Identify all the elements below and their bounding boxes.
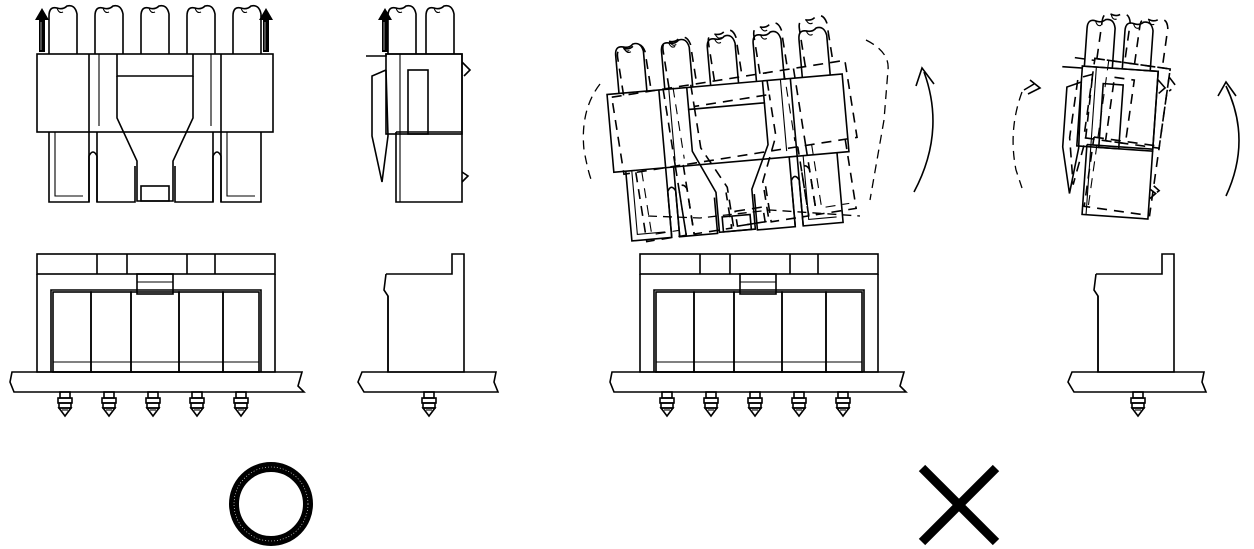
rotate-arrow-icon <box>1023 79 1042 95</box>
incorrect-side-header <box>1093 253 1175 373</box>
correct-front-header <box>36 253 276 373</box>
terminal-pins <box>57 391 249 417</box>
pcb-board <box>357 371 500 393</box>
incorrect-front-header <box>639 253 879 373</box>
pcb-board <box>609 371 908 393</box>
terminal-pins <box>421 391 437 417</box>
correct-side-header <box>383 253 465 373</box>
tilt-ghost-outline <box>582 83 601 183</box>
pull-up-arrow-icon <box>34 7 50 53</box>
pcb-board <box>1067 371 1208 393</box>
tilt-ghost-outline <box>865 39 889 201</box>
pcb-board <box>9 371 306 393</box>
correct-front-connector <box>34 6 273 202</box>
terminal-pins <box>1130 391 1146 417</box>
terminal-pins <box>659 391 851 417</box>
incorrect-side-connector <box>1012 8 1240 220</box>
incorrect-front-connector <box>582 13 935 244</box>
pull-up-arrow-icon <box>377 7 393 53</box>
rotate-arrow-icon <box>913 66 935 193</box>
correct-side-connector <box>366 6 470 202</box>
rotate-arrow-icon <box>1217 80 1240 197</box>
circle-mark-icon <box>229 462 313 546</box>
tilt-ghost-outline <box>1012 91 1023 189</box>
tilt-ghost-outline <box>647 209 861 219</box>
cross-mark-icon <box>918 464 1000 546</box>
